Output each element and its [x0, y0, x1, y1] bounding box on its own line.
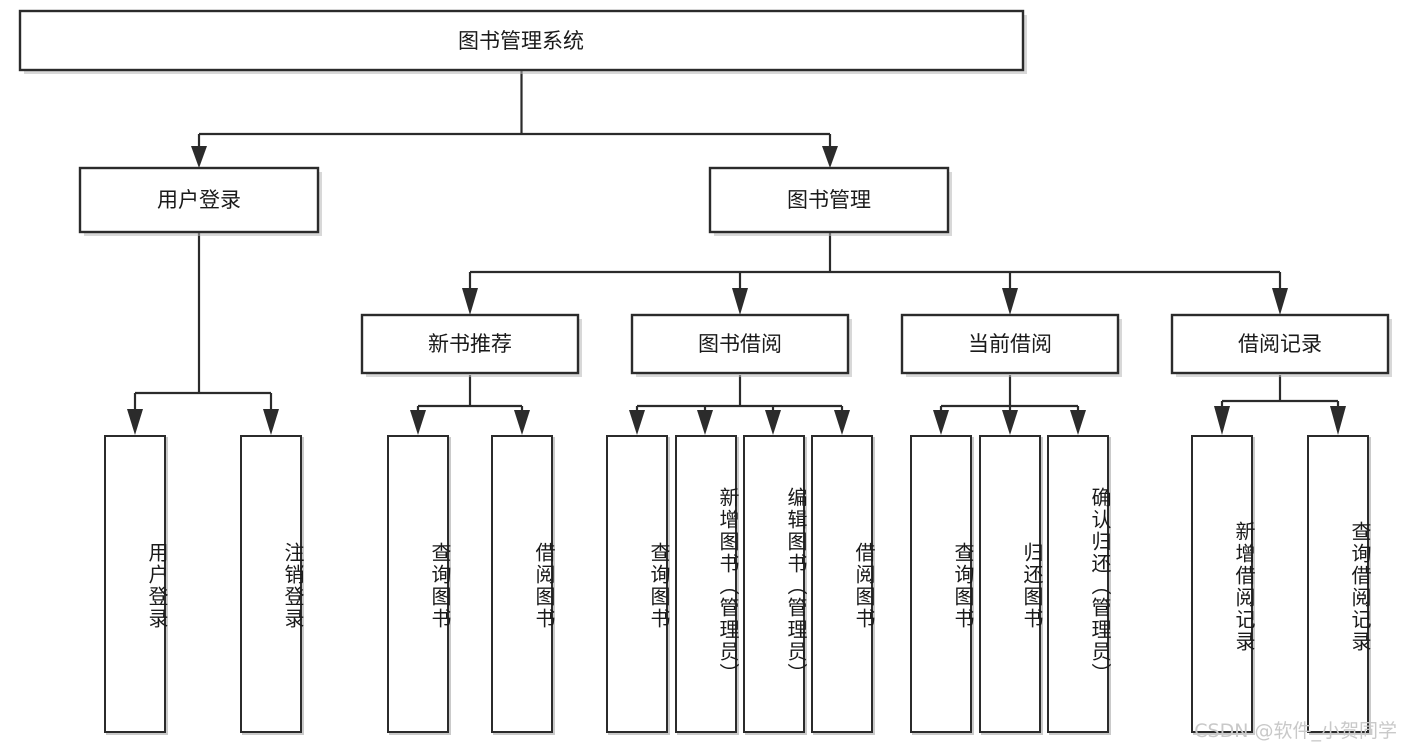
- leaf-node-user-login[interactable]: 用户登录: [104, 435, 169, 733]
- leaf-label-confirm-return: 确认归还（管理员）: [1088, 487, 1112, 685]
- arrowhead-leaf-query-book-3: [933, 410, 949, 435]
- root-box: [18, 9, 1025, 72]
- arrowhead-leaf-logout-login: [263, 409, 279, 435]
- arrowhead-book-borrow: [732, 288, 748, 315]
- arrowhead-leaf-borrow-book-1: [514, 410, 530, 435]
- leaf-label-user-login: 用户登录: [145, 542, 169, 630]
- csdn-watermark: CSDN @软件_小贺同学: [1194, 720, 1397, 742]
- book-borrow-box: [630, 313, 850, 375]
- arrowhead-book-manage: [822, 146, 838, 168]
- node-book-borrow[interactable]: 图书借阅: [630, 313, 852, 377]
- book-manage-label: 图书管理: [787, 188, 871, 212]
- arrowhead-leaf-add-record: [1214, 406, 1230, 435]
- borrow-record-box: [1170, 313, 1390, 375]
- arrowhead-leaf-borrow-book-2: [834, 410, 850, 435]
- root-label: 图书管理系统: [458, 29, 584, 53]
- node-new-book-recommend[interactable]: 新书推荐: [360, 313, 582, 377]
- leaf-label-edit-book: 编辑图书（管理员）: [784, 487, 808, 685]
- arrowhead-new-book-recommend: [462, 288, 478, 315]
- current-borrow-box: [900, 313, 1120, 375]
- leaf-label-query-book-3: 查询图书: [951, 542, 975, 630]
- leaf-label-query-book-1: 查询图书: [428, 542, 452, 630]
- leaf-label-logout-login: 注销登录: [281, 542, 305, 630]
- leaf-label-return-book: 归还图书: [1020, 542, 1044, 630]
- leaf-label-add-record: 新增借阅记录: [1232, 521, 1256, 653]
- arrowhead-leaf-query-book-2: [629, 410, 645, 435]
- leaf-node-query-record[interactable]: 查询借阅记录: [1307, 435, 1372, 733]
- node-root[interactable]: 图书管理系统: [18, 9, 1027, 74]
- arrowhead-borrow-record: [1272, 288, 1288, 315]
- arrowhead-leaf-user-login: [127, 409, 143, 435]
- arrowhead-leaf-query-record: [1330, 406, 1346, 435]
- leaf-node-query-book-1[interactable]: 查询图书: [387, 435, 452, 733]
- arrowhead-leaf-return-book: [1002, 410, 1018, 435]
- node-borrow-record[interactable]: 借阅记录: [1170, 313, 1392, 377]
- node-current-borrow[interactable]: 当前借阅: [900, 313, 1122, 377]
- arrowhead-leaf-confirm-return: [1070, 410, 1086, 435]
- current-borrow-label: 当前借阅: [968, 332, 1052, 356]
- leaf-node-add-record[interactable]: 新增借阅记录: [1191, 435, 1256, 733]
- leaf-label-borrow-book-1: 借阅图书: [532, 542, 556, 630]
- book-manage-box: [708, 166, 950, 234]
- arrowhead-user-login: [191, 146, 207, 168]
- new-book-recommend-box: [360, 313, 580, 375]
- leaf-node-add-book[interactable]: 新增图书（管理员）: [675, 435, 740, 733]
- leaf-label-add-book: 新增图书（管理员）: [716, 487, 740, 685]
- arrowhead-leaf-edit-book: [765, 410, 781, 435]
- leaf-node-query-book-2[interactable]: 查询图书: [606, 435, 671, 733]
- leaf-node-edit-book[interactable]: 编辑图书（管理员）: [743, 435, 808, 733]
- arrowhead-leaf-query-book-1: [410, 410, 426, 435]
- new-book-recommend-label: 新书推荐: [428, 332, 512, 356]
- connector-group: [127, 70, 1346, 435]
- leaf-node-return-book[interactable]: 归还图书: [979, 435, 1044, 733]
- leaf-node-borrow-book-2[interactable]: 借阅图书: [811, 435, 876, 733]
- arrowhead-leaf-add-book: [697, 410, 713, 435]
- arrowhead-current-borrow: [1002, 288, 1018, 315]
- leaf-label-query-book-2: 查询图书: [647, 542, 671, 630]
- leaf-node-confirm-return[interactable]: 确认归还（管理员）: [1047, 435, 1112, 733]
- leaf-node-query-book-3[interactable]: 查询图书: [910, 435, 975, 733]
- user-login-label: 用户登录: [157, 188, 241, 212]
- node-book-manage[interactable]: 图书管理: [708, 166, 952, 236]
- borrow-record-label: 借阅记录: [1238, 332, 1322, 356]
- leaf-node-logout-login[interactable]: 注销登录: [240, 435, 305, 733]
- node-user-login[interactable]: 用户登录: [78, 166, 322, 236]
- leaf-node-borrow-book-1[interactable]: 借阅图书: [491, 435, 556, 733]
- leaf-label-query-record: 查询借阅记录: [1348, 521, 1372, 653]
- book-borrow-label: 图书借阅: [698, 332, 782, 356]
- user-login-box: [78, 166, 320, 234]
- leaf-label-borrow-book-2: 借阅图书: [852, 542, 876, 630]
